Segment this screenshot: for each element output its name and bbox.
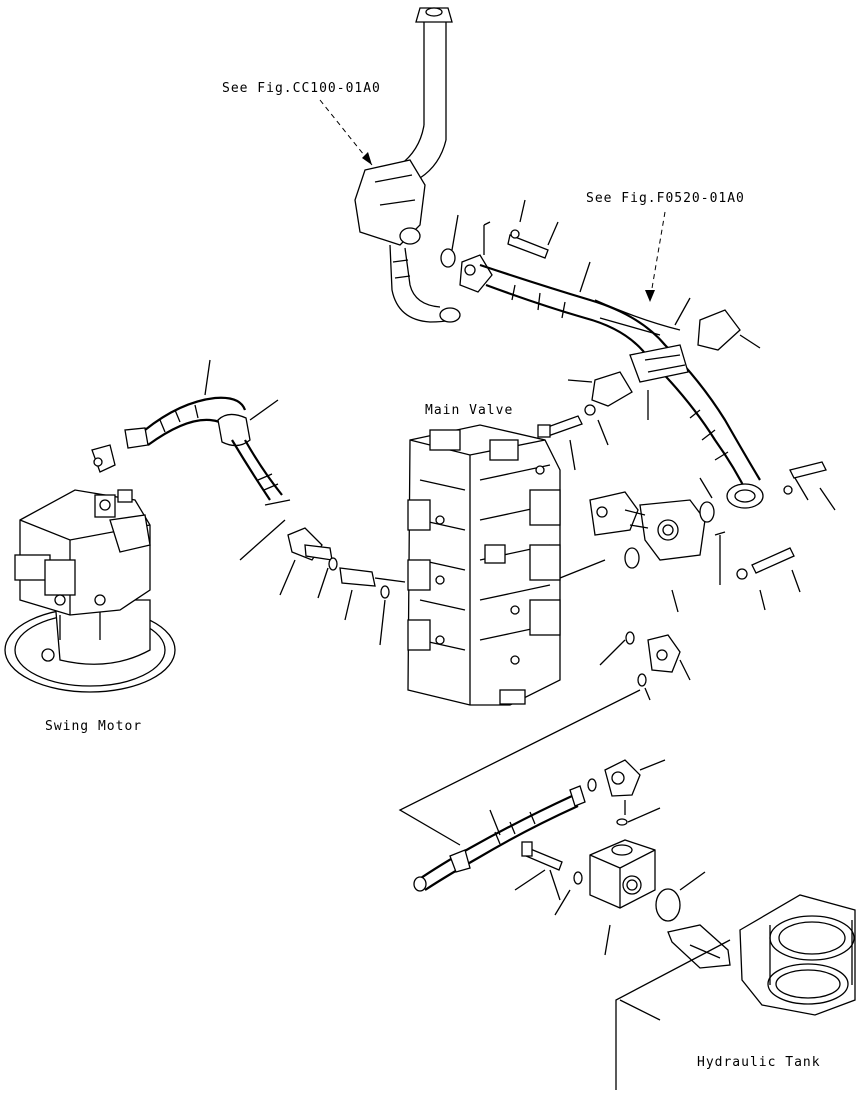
main-valve-label: Main Valve (425, 403, 513, 418)
washer-block (573, 871, 583, 885)
o-ring-right-lower (624, 547, 640, 569)
o-ring-lower-1 (625, 631, 635, 645)
top-suction-pipe (354, 7, 461, 323)
leader-cc100 (319, 99, 373, 166)
lower-return-hose (413, 785, 586, 892)
o-ring-right (699, 501, 715, 523)
bolt-upper (507, 234, 549, 259)
washer-center (584, 404, 596, 416)
swing-motor-label: Swing Motor (45, 719, 142, 734)
elbow-flange-right (589, 491, 706, 561)
clamp-bracket-right (697, 309, 741, 351)
o-ring-block-upper (587, 778, 597, 792)
hydraulic-tank (615, 894, 856, 1090)
hydraulic-tank-label: Hydraulic Tank (697, 1055, 821, 1070)
connector-block (589, 839, 656, 909)
clamp-bracket-center (591, 371, 633, 407)
leader-arrow-f0520 (645, 290, 655, 302)
washer-right (736, 568, 748, 580)
bolt-head-center (537, 424, 551, 438)
reference-label-f0520: See Fig.F0520-01A0 (586, 191, 745, 206)
leader-arrow-cc100 (362, 152, 372, 165)
reference-label-cc100: See Fig.CC100-01A0 (222, 81, 381, 96)
leader-f0520 (649, 211, 666, 301)
swing-motor (4, 489, 176, 693)
bolt-right (751, 547, 795, 574)
o-ring-lower-2 (637, 673, 647, 687)
o-ring-tank (655, 888, 681, 922)
main-valve (407, 424, 561, 706)
tank-bracket (667, 924, 731, 969)
o-ring-top (440, 248, 456, 268)
right-hose-assembly (459, 254, 764, 509)
swing-fittings (287, 527, 406, 599)
o-ring-block-top (616, 818, 628, 826)
swing-hose (91, 396, 291, 506)
